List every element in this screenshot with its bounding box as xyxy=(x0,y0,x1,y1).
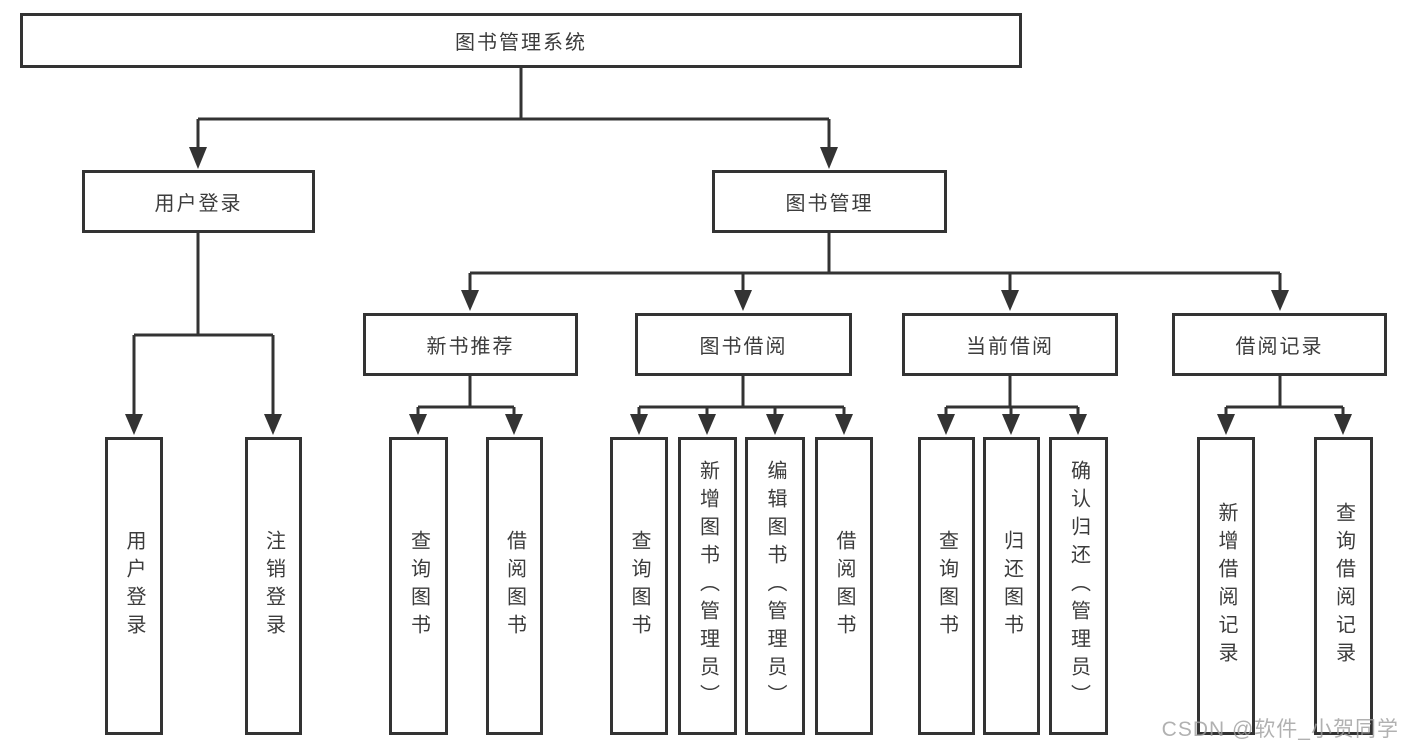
leaf-record-query: 查询借阅记录 xyxy=(1314,437,1373,735)
node-user-login: 用户登录 xyxy=(82,170,315,233)
leaf-record-add: 新增借阅记录 xyxy=(1197,437,1255,735)
leaf-borrow-add-admin: 新增图书（管理员） xyxy=(678,437,737,735)
node-user-login-label: 用户登录 xyxy=(154,193,243,215)
node-borrow-records-label: 借阅记录 xyxy=(1235,336,1324,358)
connector-book-borrow-to-leaves xyxy=(630,376,853,435)
leaf-logout-label: 注销登录 xyxy=(262,530,285,642)
leaf-borrow-book-label: 借阅图书 xyxy=(833,530,855,642)
leaf-current-return-label: 归还图书 xyxy=(1000,530,1023,642)
leaf-current-confirm-admin: 确认归还（管理员） xyxy=(1049,437,1108,735)
leaf-borrow-edit-admin-label: 编辑图书（管理员） xyxy=(764,460,786,712)
leaf-current-return: 归还图书 xyxy=(983,437,1040,735)
leaf-current-query-label: 查询图书 xyxy=(935,530,958,642)
node-root-label: 图书管理系统 xyxy=(455,32,587,54)
leaf-user-login-label: 用户登录 xyxy=(123,530,145,642)
leaf-borrow-query-label: 查询图书 xyxy=(628,530,650,642)
leaf-new-books-borrow: 借阅图书 xyxy=(486,437,543,735)
leaf-new-books-query-label: 查询图书 xyxy=(407,530,430,642)
connector-current-borrow-to-leaves xyxy=(937,376,1087,435)
leaf-current-confirm-admin-label: 确认归还（管理员） xyxy=(1067,460,1090,712)
leaf-record-add-label: 新增借阅记录 xyxy=(1215,502,1237,670)
connector-user-login-to-leaves xyxy=(125,233,282,435)
leaf-borrow-query: 查询图书 xyxy=(610,437,668,735)
watermark: CSDN @软件_小贺同学 xyxy=(1161,718,1399,741)
node-book-management-label: 图书管理 xyxy=(785,193,874,215)
leaf-user-login: 用户登录 xyxy=(105,437,163,735)
node-book-management: 图书管理 xyxy=(712,170,947,233)
leaf-borrow-book: 借阅图书 xyxy=(815,437,873,735)
connector-root-to-level2 xyxy=(189,68,838,169)
node-current-borrow-label: 当前借阅 xyxy=(966,336,1054,358)
connector-book-management-to-level3 xyxy=(461,233,1289,311)
node-borrow-records: 借阅记录 xyxy=(1172,313,1387,376)
leaf-new-books-query: 查询图书 xyxy=(389,437,448,735)
node-root: 图书管理系统 xyxy=(20,13,1022,68)
connector-new-books-to-leaves xyxy=(409,376,523,435)
leaf-current-query: 查询图书 xyxy=(918,437,975,735)
leaf-borrow-edit-admin: 编辑图书（管理员） xyxy=(745,437,805,735)
node-book-borrow: 图书借阅 xyxy=(635,313,852,376)
leaf-new-books-borrow-label: 借阅图书 xyxy=(503,530,526,642)
node-current-borrow: 当前借阅 xyxy=(902,313,1118,376)
node-new-books: 新书推荐 xyxy=(363,313,578,376)
node-book-borrow-label: 图书借阅 xyxy=(699,336,788,358)
leaf-logout: 注销登录 xyxy=(245,437,302,735)
connector-borrow-records-to-leaves xyxy=(1217,376,1352,435)
node-new-books-label: 新书推荐 xyxy=(426,336,515,358)
leaf-borrow-add-admin-label: 新增图书（管理员） xyxy=(696,460,719,712)
leaf-record-query-label: 查询借阅记录 xyxy=(1332,502,1355,670)
